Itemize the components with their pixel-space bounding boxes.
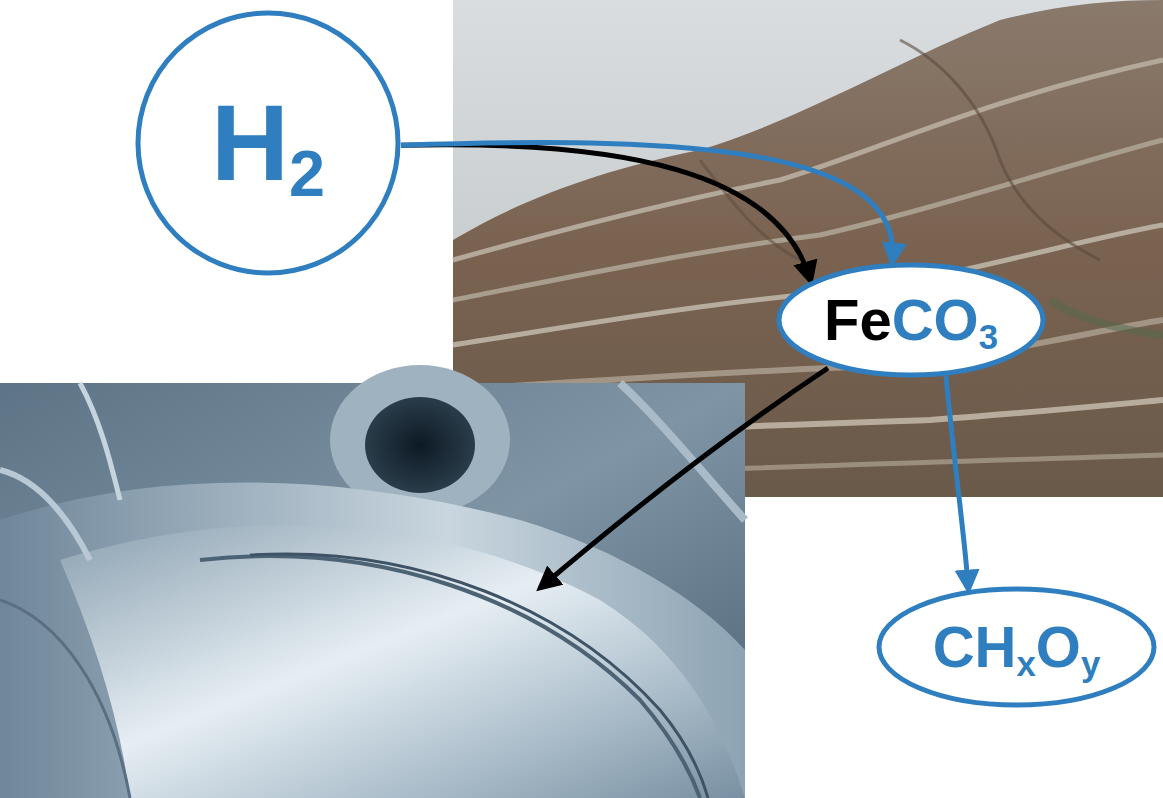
- chemical-formula: FeCO3: [824, 291, 998, 349]
- text-stack: FeCO3: [824, 291, 998, 349]
- chemical-formula: CHxOy: [933, 618, 1101, 676]
- product-ellipse: CHxOy: [876, 586, 1157, 708]
- process-arrow: [540, 368, 828, 588]
- chemical-formula: H2: [211, 89, 325, 197]
- process-arrow: [401, 143, 893, 263]
- element-circle: H2: [135, 10, 401, 276]
- steel-coil-photo: [0, 365, 745, 798]
- process-arrow: [401, 145, 811, 281]
- text-stack: H2: [211, 89, 325, 197]
- process-arrow: [946, 376, 969, 590]
- text-stack: CHxOy: [933, 618, 1101, 676]
- compound-ellipse: FeCO3: [776, 262, 1046, 378]
